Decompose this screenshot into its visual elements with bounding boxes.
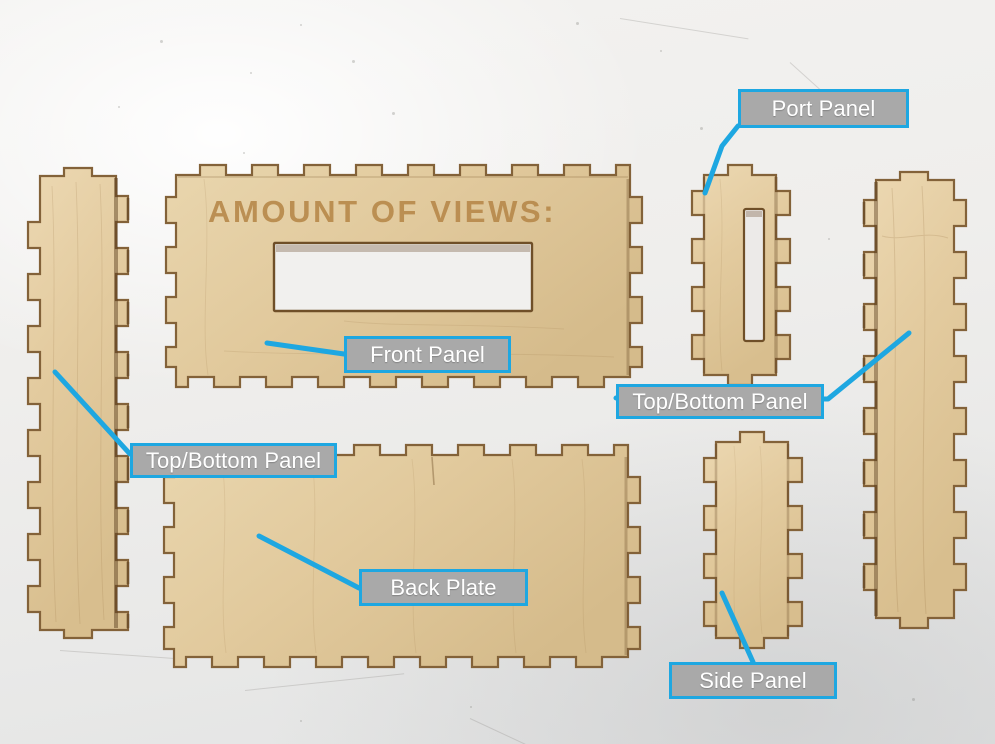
label-top-bottom-panel-right[interactable]: Top/Bottom Panel bbox=[616, 384, 824, 419]
label-back-plate-text: Back Plate bbox=[390, 574, 497, 600]
label-port-panel-text: Port Panel bbox=[771, 95, 876, 121]
label-side-panel[interactable]: Side Panel bbox=[669, 662, 837, 699]
label-top-bottom-panel-right-text: Top/Bottom Panel bbox=[632, 388, 808, 414]
label-top-bottom-panel-left[interactable]: Top/Bottom Panel bbox=[130, 443, 337, 478]
part-top-bottom-panel-right[interactable] bbox=[852, 168, 986, 636]
display-window-cutout bbox=[272, 241, 534, 313]
label-port-panel[interactable]: Port Panel bbox=[738, 89, 909, 128]
part-top-bottom-panel-left[interactable] bbox=[18, 166, 146, 644]
label-back-plate[interactable]: Back Plate bbox=[359, 569, 528, 606]
label-top-bottom-panel-left-text: Top/Bottom Panel bbox=[145, 447, 322, 473]
label-front-panel[interactable]: Front Panel bbox=[344, 336, 511, 373]
plywood-body bbox=[162, 443, 642, 669]
engraved-label: AMOUNT OF VIEWS: bbox=[208, 194, 556, 229]
part-port-panel[interactable] bbox=[686, 161, 814, 391]
part-front-panel[interactable]: AMOUNT OF VIEWS: bbox=[164, 161, 652, 393]
part-back-plate[interactable] bbox=[162, 441, 650, 671]
label-front-panel-text: Front Panel bbox=[370, 341, 485, 367]
part-side-panel[interactable] bbox=[698, 428, 820, 654]
plywood-body bbox=[862, 170, 968, 630]
label-side-panel-text: Side Panel bbox=[699, 667, 807, 693]
port-slot-cutout bbox=[742, 207, 766, 343]
